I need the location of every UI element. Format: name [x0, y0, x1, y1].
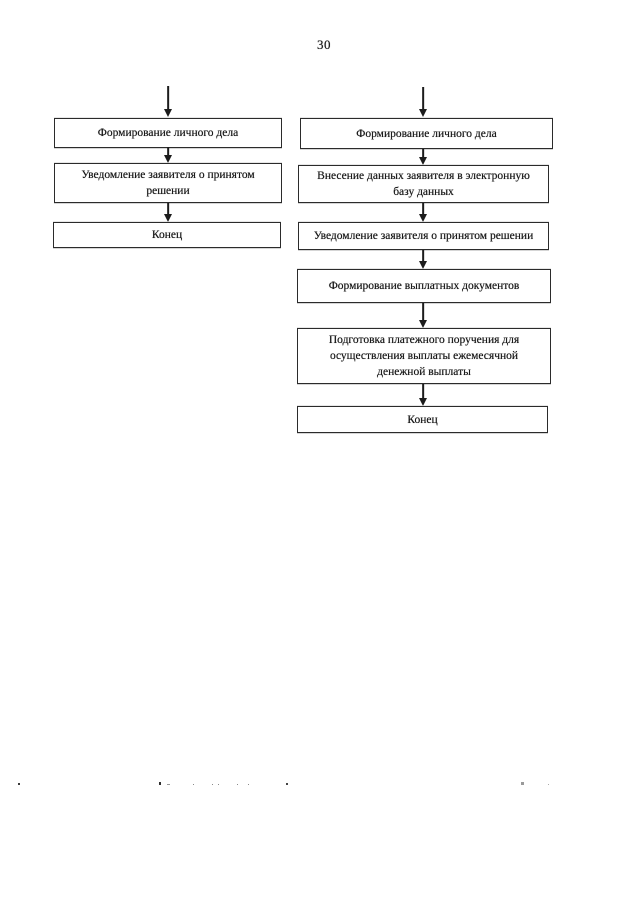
scan-speck [193, 784, 194, 785]
flow-step-right-2: Внесение данных заявителя в электронную … [298, 165, 549, 203]
scan-speck [167, 784, 170, 785]
flow-step-left-2: Уведомление заявителя о принятом решении [54, 163, 282, 203]
scan-speck [159, 782, 161, 785]
flow-step-right-4: Формирование выплатных документов [297, 269, 551, 303]
flow-arrow-down-icon [163, 147, 173, 163]
flow-arrow-down-icon [418, 203, 428, 222]
scan-speck [218, 784, 219, 785]
flow-end-right: Конец [297, 406, 548, 433]
flow-arrow-down-icon [418, 87, 428, 117]
scan-speck [548, 784, 549, 785]
flow-arrow-down-icon [418, 384, 428, 406]
flow-step-right-5: Подготовка платежного поручения для осущ… [297, 328, 551, 384]
scan-speck [212, 784, 213, 785]
flow-arrow-down-icon [163, 86, 173, 117]
scan-speck [521, 782, 524, 785]
flow-step-right-1: Формирование личного дела [300, 118, 553, 149]
scan-speck [286, 783, 288, 785]
flow-step-left-1: Формирование личного дела [54, 118, 282, 148]
flow-arrow-down-icon [163, 203, 173, 222]
flow-arrow-down-icon [418, 303, 428, 328]
scan-speck [18, 783, 20, 785]
scan-speck [237, 784, 238, 785]
flow-step-right-3: Уведомление заявителя о принятом решении [298, 222, 549, 250]
flow-end-left: Конец [53, 222, 281, 248]
page-number: 30 [317, 37, 331, 52]
flow-arrow-down-icon [418, 250, 428, 269]
flow-arrow-down-icon [418, 149, 428, 165]
scan-speck [248, 784, 249, 785]
